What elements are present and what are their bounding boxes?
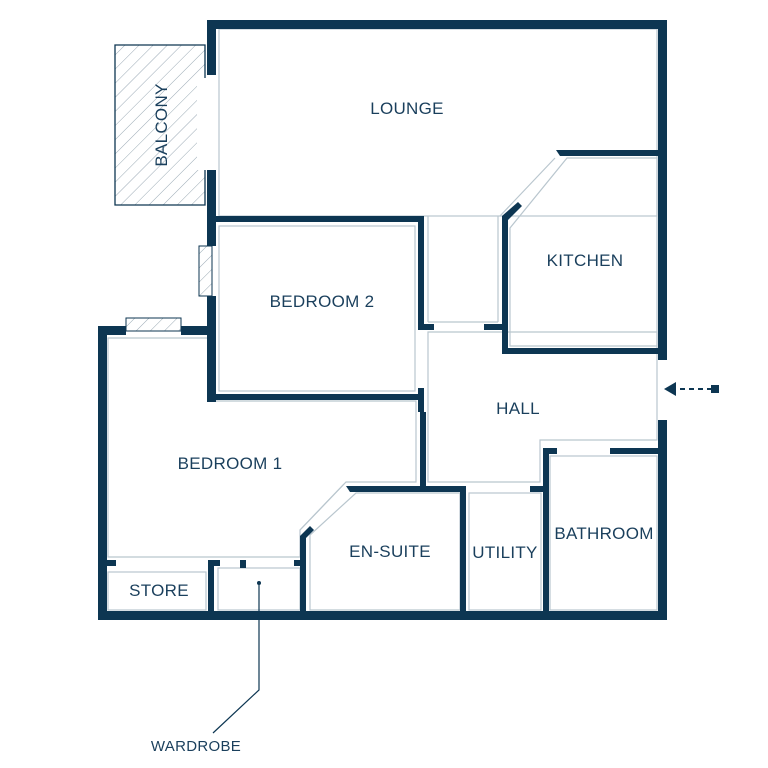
bathroom-label: BATHROOM xyxy=(554,524,653,543)
dashed-arrow-left-icon xyxy=(664,382,719,396)
walls xyxy=(98,20,667,620)
window-bedroom1 xyxy=(125,317,182,332)
kitchen-label: KITCHEN xyxy=(547,251,624,270)
window-bedroom2 xyxy=(198,245,213,297)
lounge-label: LOUNGE xyxy=(370,99,444,118)
utility-label: UTILITY xyxy=(472,543,537,562)
bedroom1-label: BEDROOM 1 xyxy=(178,454,283,473)
balcony-label: BALCONY xyxy=(152,83,171,166)
store-label: STORE xyxy=(129,581,189,600)
hall-label: HALL xyxy=(496,399,540,418)
ensuite-label: EN-SUITE xyxy=(349,542,431,561)
bedroom2-label: BEDROOM 2 xyxy=(270,292,375,311)
balcony-area xyxy=(114,44,211,206)
wardrobe-label: WARDROBE xyxy=(151,738,241,755)
wardrobe-callout xyxy=(212,581,261,734)
